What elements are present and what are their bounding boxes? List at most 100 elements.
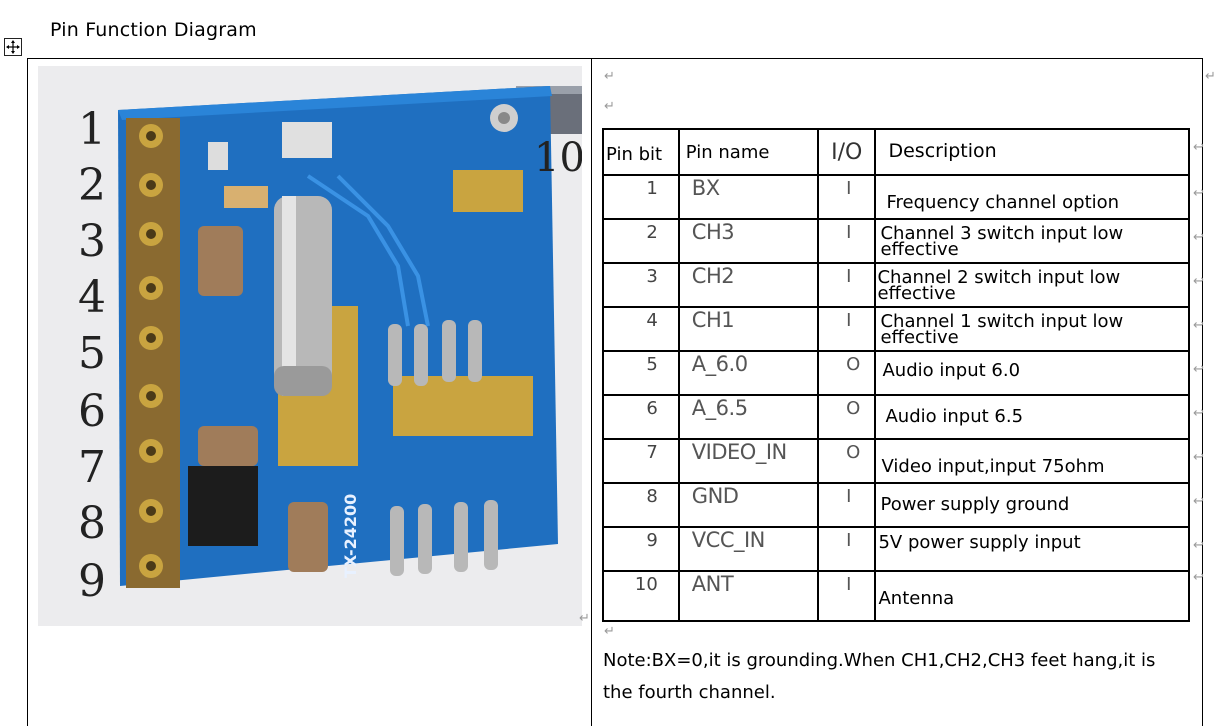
cell-pin-name: CH2 — [677, 262, 820, 308]
table-row: 2 CH3 I Channel 3 switch input low effec… — [602, 218, 1190, 264]
cell-pin-bit: 4 — [602, 306, 680, 352]
paragraph-mark: ↵ — [1205, 69, 1216, 84]
header-pin-bit-label: Pin bit — [606, 144, 663, 165]
pin-bit-value: 3 — [646, 266, 658, 287]
pin-description-value: Power supply ground — [880, 494, 1070, 515]
pin-bit-value: 6 — [646, 398, 658, 419]
cell-io: O — [817, 394, 877, 440]
cell-end-mark: ↩ — [1193, 494, 1204, 509]
table-row: 7 VIDEO_IN O Video input,input 75ohm — [602, 438, 1190, 484]
pin-number-label: 6 — [78, 386, 106, 437]
pin-io-value: I — [846, 266, 852, 287]
pin-name-value: ANT — [691, 572, 734, 596]
cell-pin-bit: 9 — [602, 526, 680, 572]
pin-name-value: CH3 — [691, 220, 735, 244]
pin-bit-value: 8 — [646, 486, 658, 507]
pin-name-value: CH2 — [691, 264, 735, 288]
table-row: 8 GND I Power supply ground — [602, 482, 1190, 528]
cell-description: Channel 2 switch input low effective — [874, 262, 1190, 308]
outer-table-border-right — [1202, 58, 1203, 726]
cell-pin-bit: 6 — [602, 394, 680, 440]
pin-description-value: Channel 1 switch input low effective — [880, 311, 1124, 348]
pin-io-value: I — [846, 486, 852, 507]
table-row: 5 A_6.0 O Audio input 6.0 — [602, 350, 1190, 396]
move-cross-icon-glyph — [6, 40, 20, 54]
cell-end-mark: ↩ — [1193, 230, 1204, 245]
cell-end-mark: ↩ — [1193, 450, 1204, 465]
move-cross-icon[interactable] — [4, 38, 22, 56]
cell-end-mark: ↩ — [1193, 570, 1204, 585]
pin-name-value: BX — [691, 176, 720, 200]
pin-description-value: Channel 3 switch input low effective — [880, 223, 1124, 260]
cell-end-mark: ↩ — [1193, 186, 1204, 201]
header-pin-name: Pin name — [677, 128, 820, 176]
pin-bit-value: 4 — [646, 310, 658, 331]
pin-number-label: 7 — [78, 442, 106, 493]
pin-name-value: A_6.5 — [691, 396, 748, 420]
cell-pin-bit: 5 — [602, 350, 680, 396]
cell-end-mark: ↩ — [1193, 538, 1204, 553]
pin-description-value: Audio input 6.0 — [882, 360, 1021, 381]
pin-bit-value: 9 — [646, 530, 658, 551]
pin-io-value: O — [846, 398, 861, 419]
pin-description-value: Video input,input 75ohm — [881, 456, 1105, 477]
pin-number-label: 5 — [78, 328, 106, 379]
table-row: 6 A_6.5 O Audio input 6.5 — [602, 394, 1190, 440]
page-title: Pin Function Diagram — [50, 19, 257, 41]
pin-bit-value: 7 — [646, 442, 658, 463]
cell-io: I — [817, 526, 877, 572]
header-description-label: Description — [888, 140, 997, 162]
header-io-label: I/O — [831, 140, 863, 165]
cell-io: O — [817, 350, 877, 396]
header-pin-name-label: Pin name — [685, 142, 770, 163]
paragraph-mark: ↵ — [604, 69, 615, 84]
pin-number-label: 4 — [78, 272, 106, 323]
pin-number-label: 8 — [78, 498, 106, 549]
pin-description-value: Antenna — [878, 588, 955, 609]
table-row: 9 VCC_IN I 5V power supply input — [602, 526, 1190, 572]
note-line-1: Note:BX=0,it is grounding.When CH1,CH2,C… — [603, 650, 1156, 671]
cell-pin-bit: 10 — [602, 570, 680, 622]
header-pin-bit: Pin bit — [602, 128, 680, 176]
cell-io: I — [817, 570, 877, 622]
pin-description-value: Frequency channel option — [886, 192, 1120, 213]
silkscreen-label: TX-24200 — [341, 494, 360, 578]
cell-pin-bit: 2 — [602, 218, 680, 264]
pin-io-value: I — [846, 222, 852, 243]
pin-number-label: 1 — [78, 104, 106, 155]
module-pcb-image: TX-24200 — [38, 66, 582, 626]
cell-pin-name: BX — [677, 174, 820, 220]
outer-table-border-middle — [591, 58, 592, 726]
pin-name-value: GND — [691, 484, 739, 508]
outer-table-border-top — [27, 58, 1203, 59]
pin-bit-value: 5 — [646, 354, 658, 375]
cell-pin-name: A_6.0 — [677, 350, 820, 396]
cell-description: Channel 1 switch input low effective — [874, 306, 1190, 352]
cell-io: I — [817, 262, 877, 308]
table-row: 1 BX I Frequency channel option — [602, 174, 1190, 220]
pin-bit-value: 2 — [646, 222, 658, 243]
cell-end-mark: ↩ — [1193, 140, 1204, 155]
cell-pin-name: ANT — [677, 570, 820, 622]
cell-io: I — [817, 218, 877, 264]
cell-description: Channel 3 switch input low effective — [874, 218, 1190, 264]
cell-description: Power supply ground — [874, 482, 1190, 528]
paragraph-mark: ↵ — [579, 611, 590, 626]
module-photo: TX-24200 1 2 3 4 5 6 7 8 9 10 — [38, 66, 582, 626]
paragraph-mark: ↵ — [604, 99, 615, 114]
note-line-2: the fourth channel. — [603, 682, 776, 703]
pin-description-value: 5V power supply input — [878, 532, 1081, 553]
cell-pin-name: CH3 — [677, 218, 820, 264]
cell-pin-name: A_6.5 — [677, 394, 820, 440]
pin-function-table: Pin bit Pin name I/O Description 1 BX I … — [602, 128, 1190, 622]
cell-end-mark: ↩ — [1193, 362, 1204, 377]
cell-description: Audio input 6.5 — [874, 394, 1190, 440]
cell-end-mark: ↩ — [1193, 274, 1204, 289]
outer-table-border-left — [27, 58, 28, 726]
pin-io-value: I — [846, 310, 852, 331]
pin-io-value: O — [846, 354, 861, 375]
pin-number-label: 3 — [78, 216, 106, 267]
cell-end-mark: ↩ — [1193, 406, 1204, 421]
pin-bit-value: 10 — [634, 574, 658, 595]
cell-pin-name: VCC_IN — [677, 526, 820, 572]
